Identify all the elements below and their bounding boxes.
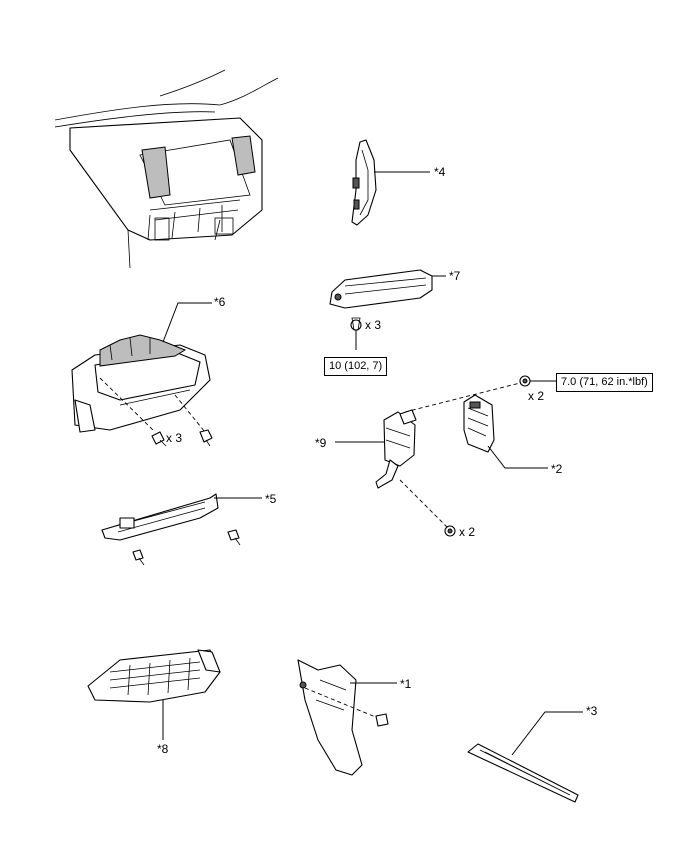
callout-1: *1 [400,677,412,691]
part-7-illustration [329,269,446,350]
part-2-module-illustration [444,375,556,537]
callout-4: *4 [434,165,446,179]
part-1-side-panel-illustration [297,659,397,776]
callout-9: *9 [315,436,327,450]
torque-spec-2: 7.0 (71, 62 in.*lbf) [556,373,653,392]
quantity-screw-6: x 3 [166,431,183,445]
callout-5: *5 [265,492,277,506]
callout-7: *7 [449,269,461,283]
part-6-glove-box-illustration [71,302,213,447]
part-3-scuff-plate-illustration [467,711,583,803]
quantity-nut-9: x 2 [459,525,476,539]
dashboard-overview-illustration [54,69,279,269]
callout-3: *3 [586,704,598,718]
part-5-illustration [101,493,262,566]
quantity-clip-7: x 3 [365,318,382,332]
quantity-nut-2: x 2 [528,389,545,403]
part-9-bracket-illustration [335,382,521,529]
callout-8: *8 [157,742,169,756]
callout-2: *2 [551,462,563,476]
torque-spec-7: 10 (102, 7) [324,357,388,376]
callout-6: *6 [214,295,226,309]
part-4-trim-illustration [351,139,430,226]
part-8-tray-illustration [87,649,221,740]
